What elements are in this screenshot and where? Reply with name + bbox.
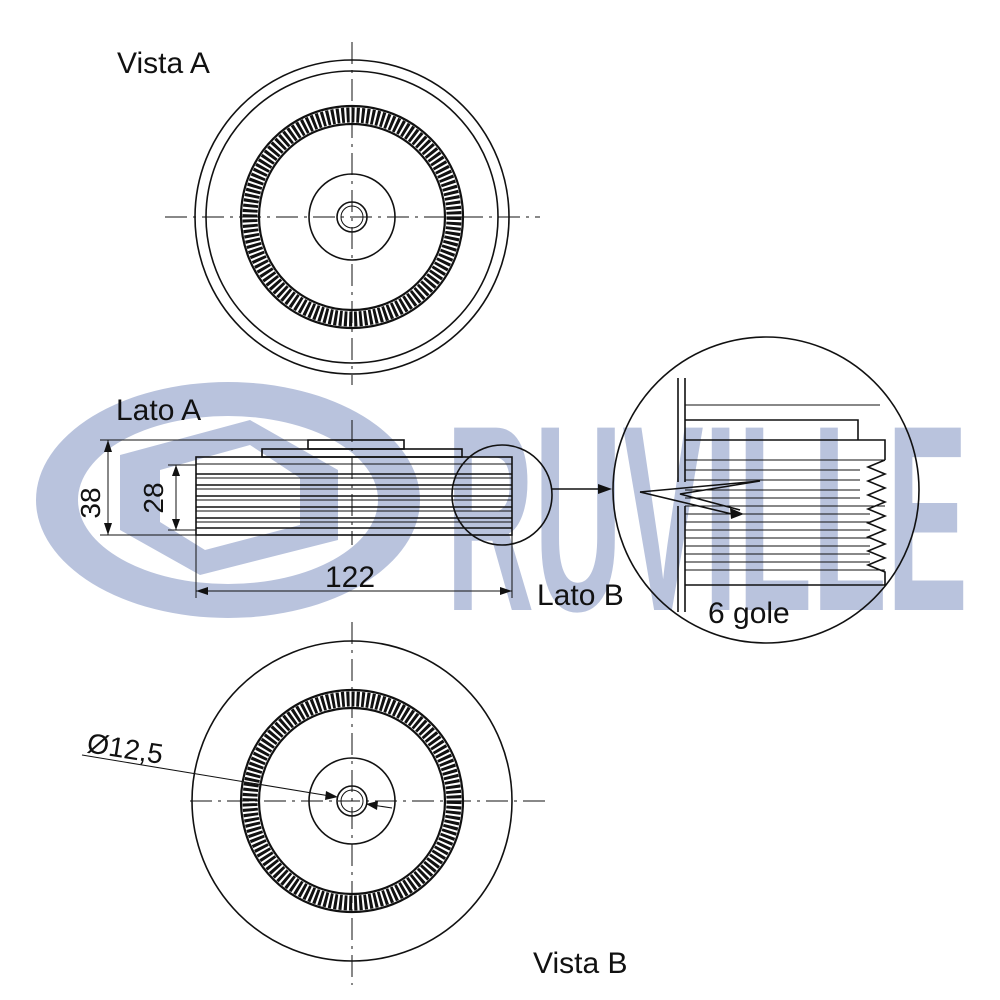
side-a-label: Lato A	[116, 394, 201, 427]
side-view-drawing	[100, 420, 612, 598]
side-b-label: Lato B	[537, 579, 624, 612]
pulley-grooves	[196, 463, 512, 529]
bore-dimension-leader	[81, 754, 393, 810]
diameter-value: 122	[325, 561, 375, 594]
bore-diameter-value: Ø12,5	[85, 727, 165, 770]
view-b-label: Vista B	[533, 947, 628, 980]
ruville-emblem-icon	[36, 382, 420, 618]
groove-detail-view	[612, 336, 920, 644]
view-a-drawing	[165, 42, 540, 385]
view-b-drawing	[81, 622, 545, 985]
height-dimension-38	[100, 439, 308, 536]
diameter-dimension-122	[195, 535, 513, 598]
watermark-logo: RUVILLE	[36, 371, 968, 667]
groove-profile	[865, 459, 888, 585]
watermark-text: RUVILLE	[446, 371, 968, 667]
view-a-label: Vista A	[117, 47, 210, 80]
grooves-count-label: 6 gole	[708, 597, 790, 630]
height-pulley-value: 28	[138, 482, 169, 513]
height-total-value: 38	[75, 487, 106, 518]
height-dimension-28	[168, 464, 196, 531]
detail-marker-circle	[451, 444, 553, 546]
